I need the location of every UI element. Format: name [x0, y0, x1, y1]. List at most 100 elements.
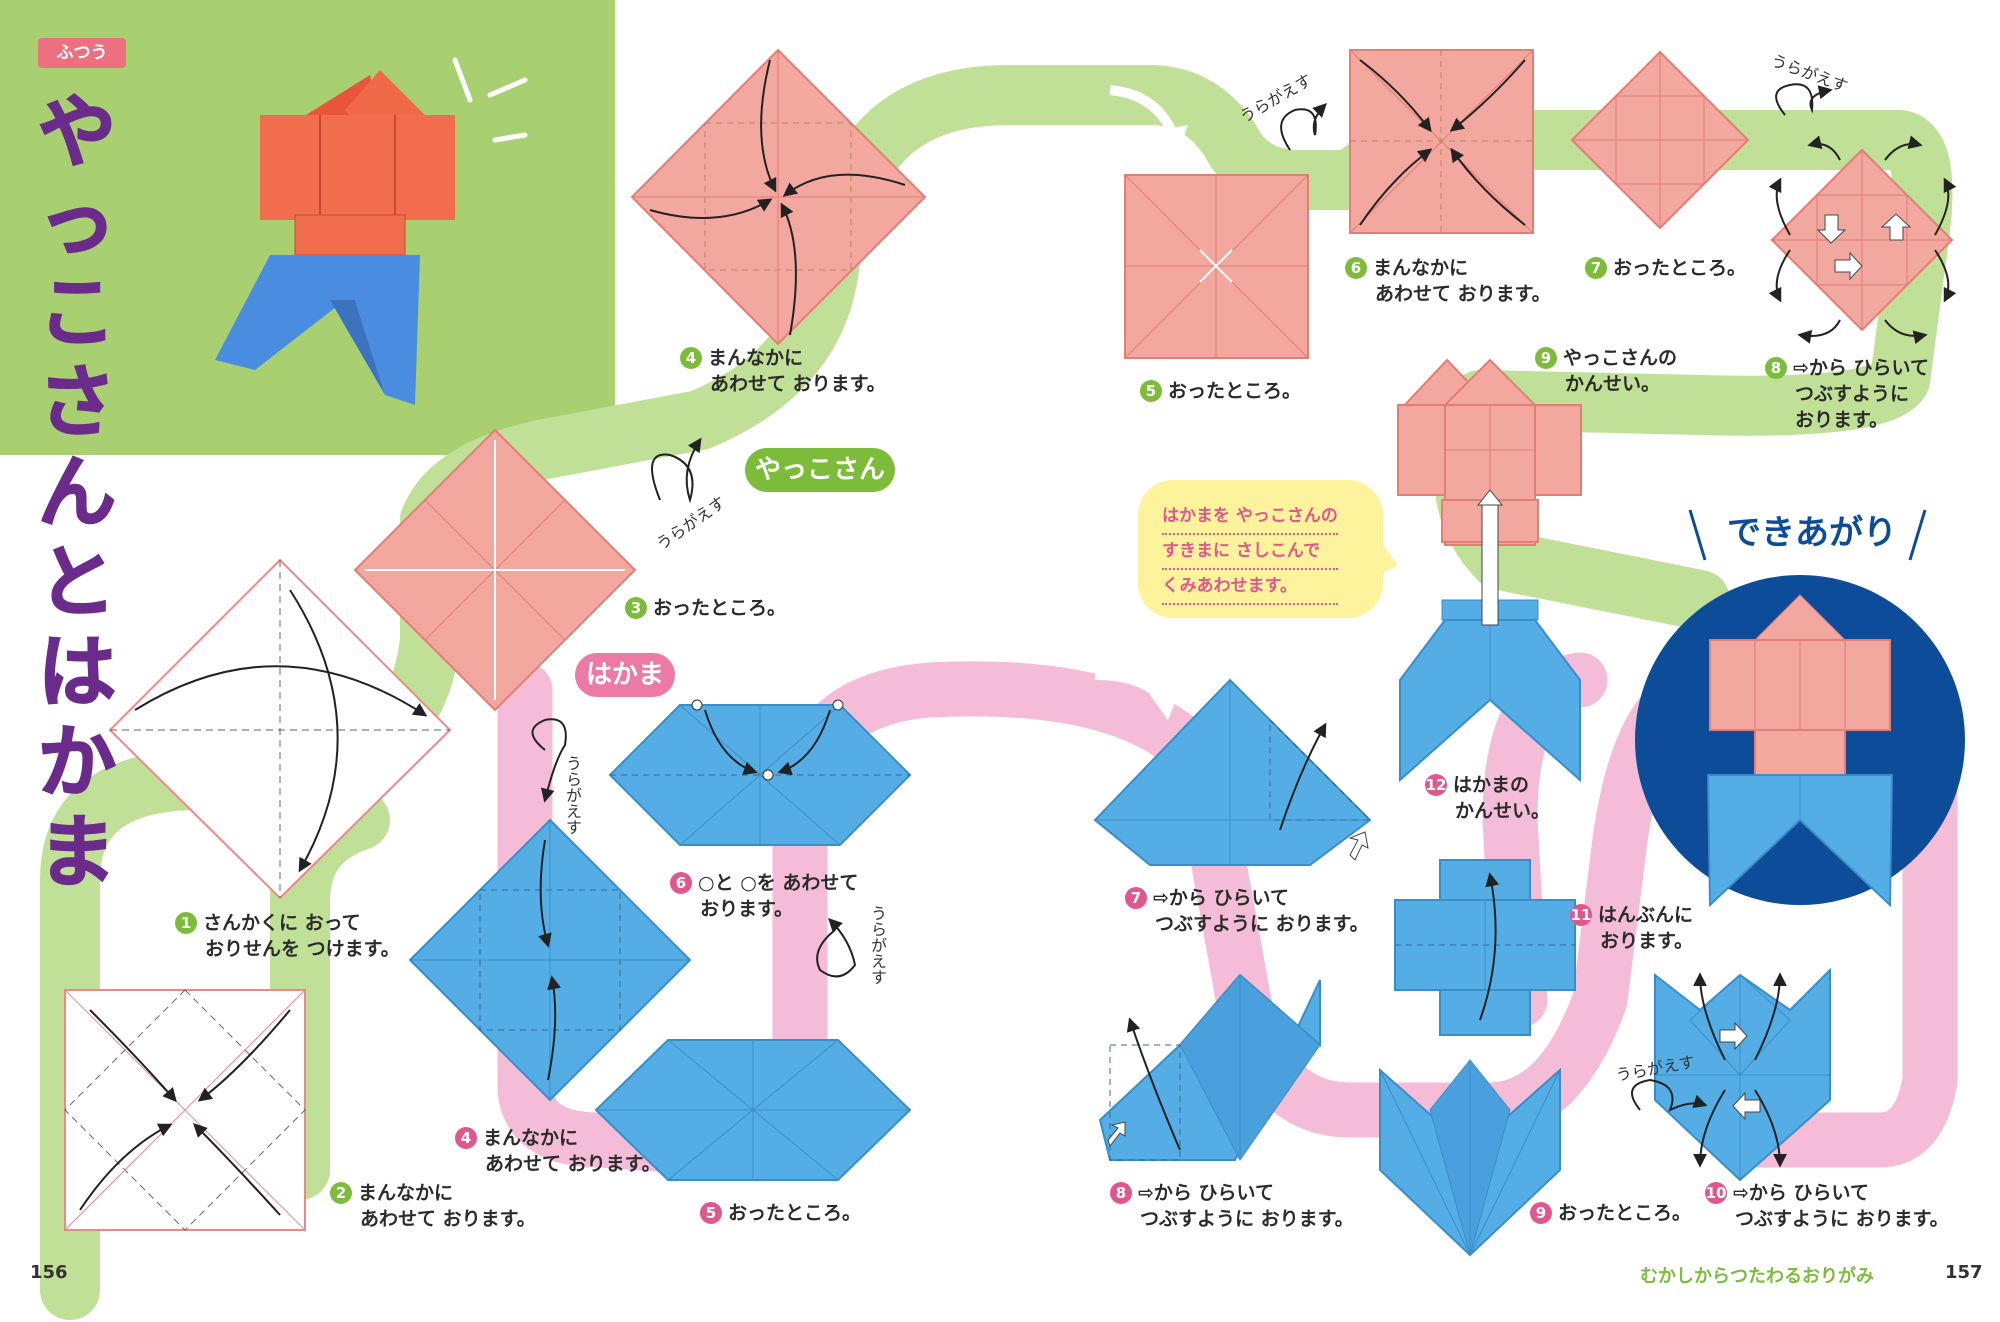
step-text: おりせんを つけます。: [205, 938, 400, 960]
step-text: おったところ。: [653, 597, 787, 619]
step-text: はかまの: [1453, 774, 1530, 796]
hakama-step12-diagram: [1399, 504, 1581, 783]
speech-bubble-text: はかまを やっこさんの すきまに さしこんで くみあわせます。: [1162, 500, 1338, 605]
hakama-step7-diagram: [1093, 678, 1372, 866]
hakama-step9-diagram: [1379, 1059, 1561, 1257]
level-badge: ふつう: [38, 38, 126, 68]
title-char: っ: [37, 177, 117, 269]
hakama-step5-diagram: [594, 1039, 912, 1181]
step-number: 11: [1570, 904, 1592, 926]
hakama-step-7: 7⇨から ひらいて つぶすように おります。: [1125, 885, 1369, 937]
speech-line: すきまに さしこんで: [1162, 535, 1338, 570]
step-text: はんぶんに: [1598, 904, 1694, 926]
title-char: や: [37, 87, 117, 179]
step-text: おったところ。: [1168, 380, 1302, 402]
yakko-step-8: 8⇨から ひらいて つぶすように おります。: [1765, 355, 1929, 433]
title-char: か: [37, 717, 117, 809]
step-number: 12: [1425, 774, 1447, 796]
yakko-step5-diagram: [1124, 174, 1309, 359]
hakama-step11-diagram: [1394, 859, 1576, 1036]
left-page-number: 156: [30, 1262, 68, 1283]
hakama-step6-diagram: [608, 699, 912, 846]
hakama-step-10: 10⇨から ひらいて つぶすように おります。: [1705, 1180, 1949, 1232]
speech-line: くみあわせます。: [1162, 570, 1338, 605]
finished-photo: [215, 57, 528, 405]
step-number: 8: [1110, 1182, 1132, 1204]
step-text: かんせい。: [1565, 373, 1661, 395]
step-text: つぶすように おります。: [1735, 1208, 1949, 1230]
hakama-step-12: 12 はかまの かんせい。: [1425, 772, 1550, 824]
finished-circle: [1635, 575, 1965, 908]
step-number: 5: [1140, 380, 1162, 402]
hakama-step-5: 5 おったところ。: [700, 1200, 861, 1226]
step-text: まんなかに: [708, 347, 804, 369]
step-text: あわせて おります。: [1375, 283, 1551, 305]
step-text: ⇨から ひらいて: [1153, 887, 1289, 909]
yakko-step1-diagram: [108, 558, 452, 900]
step-text: おったところ。: [728, 1202, 862, 1224]
hakama-step-11: 11 はんぶんに おります。: [1570, 902, 1693, 954]
step-number: 2: [330, 1182, 352, 1204]
step-text: ⇨から ひらいて: [1138, 1182, 1274, 1204]
title-char: ん: [37, 447, 117, 539]
step-text: さんかくに おって: [203, 912, 361, 934]
speech-line: はかまを やっこさんの: [1162, 500, 1338, 535]
hakama-step10-diagram: [1654, 967, 1831, 1182]
flip-arrows: [531, 83, 1833, 1113]
book-title: むかしからつたわるおりがみ: [1640, 1266, 1874, 1287]
step-text: つぶすように おります。: [1140, 1208, 1354, 1230]
step-number: 9: [1535, 347, 1557, 369]
title-char: こ: [37, 267, 117, 359]
step-text: まんなかに: [358, 1182, 454, 1204]
yakko-step7-diagram: [1570, 50, 1750, 230]
flip-label: うらがえす: [868, 905, 887, 985]
yakko-step4-diagram: [630, 48, 927, 346]
section-label-complete: できあがり: [1727, 513, 1897, 553]
title-char: と: [37, 537, 117, 629]
slash-left: [1688, 509, 1707, 561]
hakama-step-8: 8 ⇨から ひらいて つぶすように おります。: [1110, 1180, 1354, 1232]
step-text: おります。: [700, 898, 794, 920]
speech-bubble: [1138, 480, 1398, 618]
step-text: まんなかに: [483, 1127, 579, 1149]
step-text: おったところ。: [1558, 1202, 1692, 1224]
hakama-step-9: 9 おったところ。: [1530, 1200, 1691, 1226]
step-text: やっこさんの: [1563, 347, 1678, 369]
slash-right: [1908, 509, 1927, 561]
yakko-step-9: 9 やっこさんの かんせい。: [1535, 345, 1677, 397]
yakko-step-5: 5 おったところ。: [1140, 378, 1301, 404]
step-number: 4: [680, 347, 702, 369]
step-number: 9: [1530, 1202, 1552, 1224]
step-text: ○と ○を あわせて: [698, 872, 859, 894]
step-text: つぶすように: [1795, 383, 1910, 405]
yakko-step3-diagram: [353, 428, 637, 712]
step-text: つぶすように おります。: [1155, 913, 1369, 935]
step-number: 5: [700, 1202, 722, 1224]
step-text: おります。: [1600, 930, 1694, 952]
title-char: ま: [37, 807, 117, 899]
step-number: 8: [1765, 357, 1787, 379]
yakko-step2-diagram: [64, 989, 306, 1231]
hakama-step4-diagram: [408, 818, 692, 1102]
step-number: 6: [1345, 257, 1367, 279]
step-text: かんせい。: [1455, 800, 1551, 822]
step-text: ⇨から ひらいて: [1733, 1182, 1869, 1204]
hakama-step8-diagram: [1098, 973, 1321, 1161]
step-text: あわせて おります。: [710, 373, 886, 395]
title-char: は: [37, 627, 117, 719]
step-number: 4: [455, 1127, 477, 1149]
yakko-step8-diagram: [1768, 135, 1957, 345]
title-char: さ: [37, 357, 117, 449]
yakko-step6-diagram: [1349, 49, 1534, 234]
section-label-yakko: やっこさん: [745, 448, 895, 492]
flip-label: うらがえす: [563, 755, 582, 835]
path-arrows: [402, 85, 1188, 906]
step-text: おります。: [1795, 409, 1889, 431]
hakama-step-6: 6○と ○を あわせて おります。: [670, 870, 858, 922]
page-title: や っ こ さ ん と は か ま: [32, 87, 122, 899]
